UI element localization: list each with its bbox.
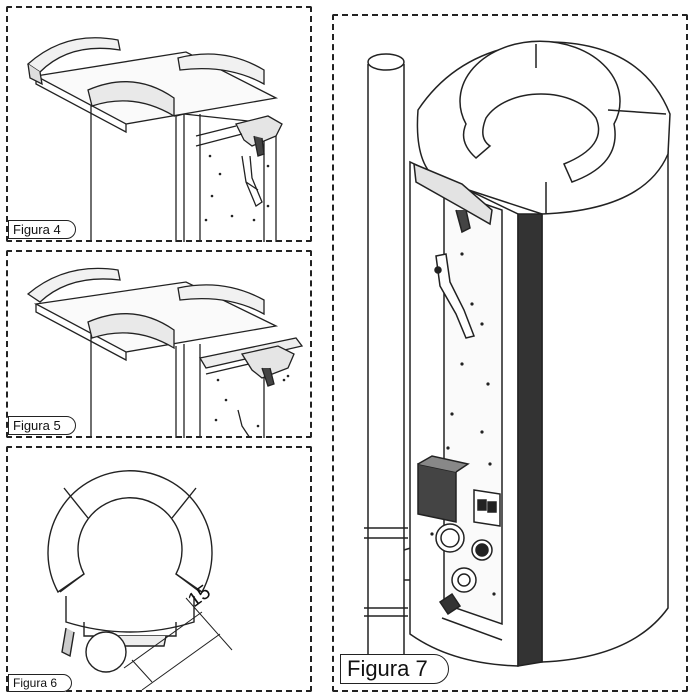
dimension-line xyxy=(123,597,233,691)
hinge-bracket xyxy=(240,345,295,379)
figure-6-drawing xyxy=(47,470,233,691)
fuse-connector xyxy=(451,567,477,593)
front-top-cover xyxy=(87,313,175,350)
left-top-cover xyxy=(26,37,121,73)
side-shadow xyxy=(517,213,543,667)
stove-body xyxy=(90,332,177,438)
figure-7-drawing xyxy=(364,40,671,667)
figure-5-panel: Figura 5 xyxy=(6,250,312,438)
left-top-cover xyxy=(26,267,121,303)
right-top-cover xyxy=(177,284,265,316)
figure-4-label: Figura 4 xyxy=(8,220,76,239)
top-view-ring xyxy=(47,470,213,594)
control-box xyxy=(417,463,457,523)
front-top-cover xyxy=(87,81,175,118)
figure-4-frame xyxy=(6,6,312,242)
figure-7-panel: Figura 7 xyxy=(332,14,688,692)
stove-body xyxy=(90,102,177,242)
figure-7-frame xyxy=(332,14,688,692)
rear-body xyxy=(65,596,195,633)
right-top-cover xyxy=(177,53,265,86)
air-inlet xyxy=(435,523,465,553)
figure-5-drawing xyxy=(26,267,304,438)
hinge-bracket xyxy=(413,162,493,226)
figure-5-label: Figura 5 xyxy=(8,416,76,435)
flue-pipe-circle xyxy=(85,631,127,673)
figure-6-frame xyxy=(6,446,312,692)
figure-4-drawing xyxy=(26,37,283,242)
flue-pipe xyxy=(367,64,405,662)
hinge-bracket xyxy=(235,115,283,147)
figure-4-panel: Figura 4 xyxy=(6,6,312,242)
switch-block xyxy=(473,489,501,527)
figure-6-panel: 15 Figura 6 xyxy=(6,446,312,692)
rear-panel xyxy=(443,188,503,626)
figure-6-label: Figura 6 xyxy=(8,674,73,692)
figure-5-frame xyxy=(6,250,312,438)
figure-7-label: Figura 7 xyxy=(340,654,449,684)
latch-handle xyxy=(435,253,476,339)
